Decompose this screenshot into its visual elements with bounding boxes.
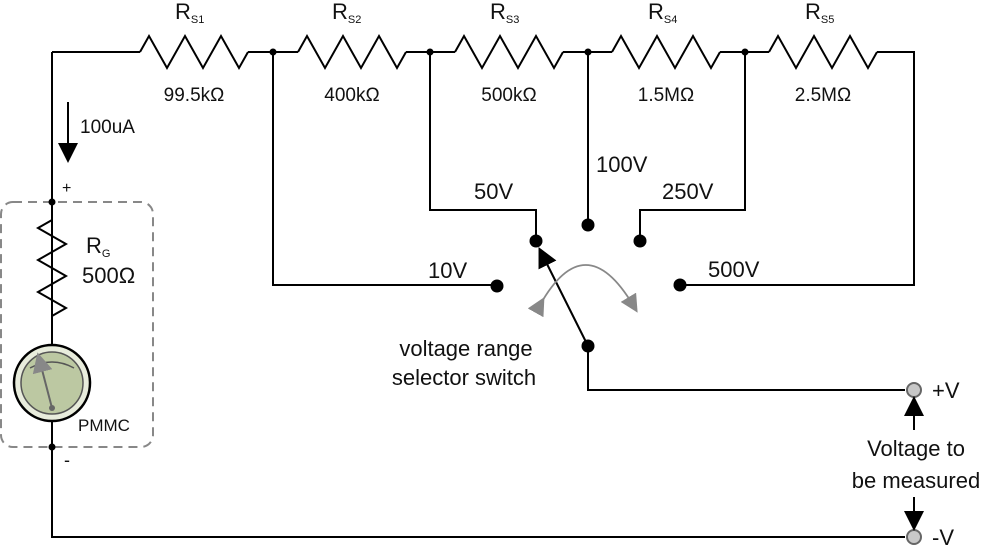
contact-10v <box>490 279 504 293</box>
pmmc-gauge <box>12 343 92 423</box>
rs1-label: RS1 <box>175 0 204 26</box>
rs1-value: 99.5kΩ <box>164 85 225 106</box>
position-50v-label: 50V <box>474 179 513 204</box>
resistor-rs4 <box>611 33 721 71</box>
rs4-value: 1.5MΩ <box>638 85 694 106</box>
switch-caption-line1: voltage range <box>399 336 532 361</box>
minus-v-label: -V <box>932 525 954 550</box>
meter-minus-label: - <box>64 450 70 470</box>
resistor-rs1 <box>139 33 249 71</box>
contact-100v <box>581 218 595 232</box>
rg-value: 500Ω <box>82 263 135 288</box>
resistor-rs5 <box>768 33 878 71</box>
rg-resistor <box>35 202 69 345</box>
position-100v-label: 100V <box>596 152 648 177</box>
voltage-caption-line2: be measured <box>852 468 980 493</box>
resistor-rs3 <box>454 33 564 71</box>
voltage-caption-line1: Voltage to <box>867 436 965 461</box>
rg-label: RG <box>86 233 110 260</box>
meter-plus-label: + <box>62 180 71 197</box>
current-label: 100uA <box>80 117 135 138</box>
minus-terminal-wire <box>51 447 905 538</box>
meter-box <box>0 201 154 448</box>
500v-tap-wire <box>680 51 915 286</box>
position-500v-label: 500V <box>708 257 760 282</box>
position-250v-label: 250V <box>662 179 714 204</box>
position-10v-label: 10V <box>428 258 467 283</box>
top-rail <box>51 51 915 530</box>
resistor-rs2 <box>297 33 407 71</box>
junction-dot <box>48 198 56 206</box>
10v-tap-wire <box>272 52 496 286</box>
rs2-value: 400kΩ <box>324 85 379 106</box>
pmmc-label: PMMC <box>78 416 130 435</box>
contact-500v <box>673 278 687 292</box>
rs3-value: 500kΩ <box>481 85 536 106</box>
rs2-label: RS2 <box>332 0 361 26</box>
pmmc-needle <box>32 352 53 409</box>
rs5-value: 2.5MΩ <box>795 85 851 106</box>
minus-terminal[interactable] <box>906 529 922 545</box>
rs3-label: RS3 <box>490 0 519 26</box>
contact-250v <box>633 234 647 248</box>
switch-arm <box>538 247 589 347</box>
rotation-arrow <box>527 264 638 318</box>
250v-tap-wire <box>639 52 746 240</box>
contact-50v <box>529 234 543 248</box>
pmmc-pivot <box>49 405 55 411</box>
plus-terminal-wire <box>587 346 905 391</box>
rs5-label: RS5 <box>805 0 834 26</box>
plus-v-label: +V <box>932 378 960 403</box>
50v-tap-wire <box>429 52 537 240</box>
plus-terminal[interactable] <box>906 382 922 398</box>
rs4-label: RS4 <box>648 0 677 26</box>
switch-caption-line2: selector switch <box>392 365 536 390</box>
